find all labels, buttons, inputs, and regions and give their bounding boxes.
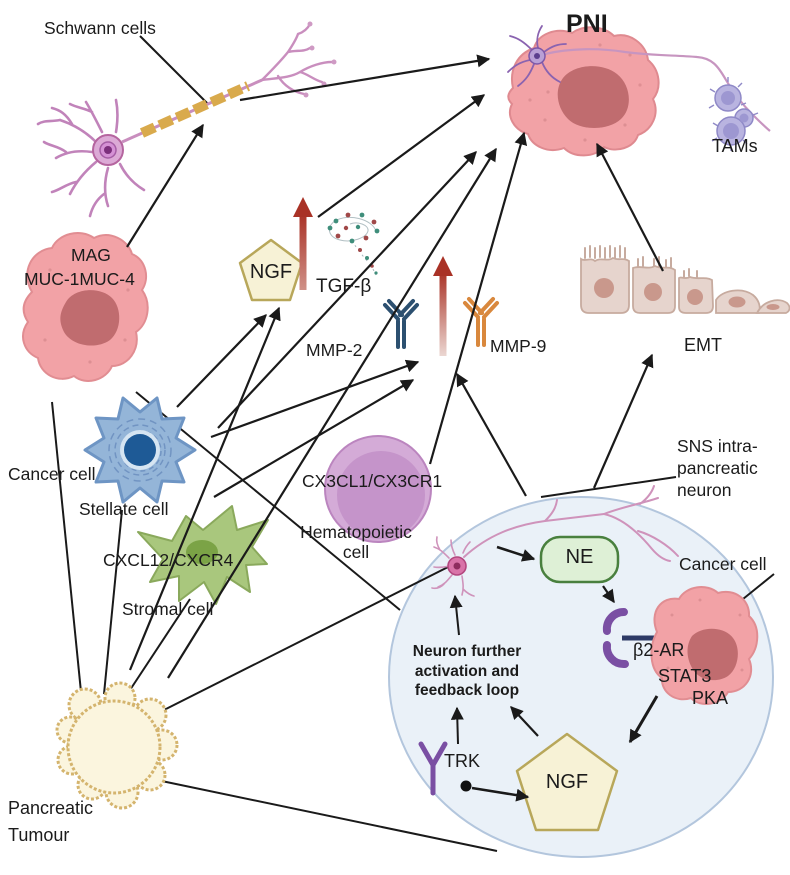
sns-microenvironment-circle <box>388 496 774 858</box>
cancer-cell-left-illustration <box>22 232 149 382</box>
tgf-beta-molecule-icon <box>327 212 380 276</box>
label-tgf-beta: TGF-β <box>316 276 372 297</box>
ngf-pentagon-top <box>238 238 304 302</box>
label-hematopoietic-cell: Hematopoietic cell <box>286 522 426 562</box>
increase-arrow-mmp <box>433 256 453 356</box>
increase-arrow-tgfb <box>293 197 313 290</box>
label-cxcl12-cxcr4: CXCL12/CXCR4 <box>103 550 234 570</box>
label-ngf-top: NGF <box>249 261 293 283</box>
hematopoietic-cell-illustration <box>324 435 432 543</box>
label-tams: TAMs <box>712 136 758 156</box>
label-emt: EMT <box>684 335 722 355</box>
label-stellate-cell: Stellate cell <box>79 499 169 519</box>
label-sns-line3: neuron <box>677 480 732 500</box>
ngf-pentagon-bottom <box>515 732 619 832</box>
label-sns-neuron: SNS intra- pancreatic neuron <box>677 435 758 501</box>
stromal-cell-illustration <box>137 505 269 605</box>
label-feedback-loop: Neuron further activation and feedback l… <box>403 642 531 701</box>
label-mmp9: MMP-9 <box>490 336 547 356</box>
label-schwann-cells: Schwann cells <box>44 18 156 38</box>
label-pancreatic-tumour: Pancreatic Tumour <box>8 795 93 849</box>
emt-cells-illustration <box>580 245 790 314</box>
label-sns-line1: SNS intra- <box>677 436 758 456</box>
label-pni: PNI <box>566 10 608 38</box>
label-hematopoietic-line1: Hematopoietic <box>300 522 412 542</box>
label-tumour-line2: Tumour <box>8 825 70 845</box>
label-cx3cl1-cx3cr1: CX3CL1/CX3CR1 <box>302 471 443 491</box>
label-tumour-line1: Pancreatic <box>8 798 94 818</box>
label-feedback-line3: feedback loop <box>414 682 520 699</box>
tams-illustration <box>708 77 759 151</box>
trk-ngf-link-dot <box>460 780 472 792</box>
arrows-layer <box>126 54 664 802</box>
trk-receptor-icon <box>418 741 448 796</box>
pancreatic-tumour-illustration <box>55 681 179 810</box>
label-ngf-bottom: NGF <box>545 771 589 793</box>
label-stat3: STAT3 <box>658 666 712 686</box>
sns-neuron-illustration <box>431 485 679 597</box>
label-ne: NE <box>565 546 594 568</box>
ne-box <box>539 535 620 584</box>
label-trk: TRK <box>444 751 480 771</box>
label-cancer-cell-left: Cancer cell <box>8 464 96 484</box>
label-mag: MAG <box>71 245 111 265</box>
label-stromal-cell: Stromal cell <box>122 599 214 619</box>
stellate-cell-illustration <box>83 396 197 504</box>
label-feedback-line1: Neuron further <box>412 643 522 660</box>
schwann-neuron-illustration <box>36 21 337 218</box>
label-hematopoietic-line2: cell <box>342 542 370 563</box>
label-cancer-cell-right: Cancer cell <box>679 554 767 574</box>
label-b2ar: β2-AR <box>633 640 685 660</box>
mmp2-antibody-icon <box>383 299 419 349</box>
label-sns-line2: pancreatic <box>677 458 758 478</box>
cancer-cell-circle-illustration <box>650 586 759 705</box>
pni-cancer-cell-illustration <box>507 25 771 157</box>
label-mmp2: MMP-2 <box>306 340 363 360</box>
label-pka: PKA <box>692 688 729 708</box>
label-muc: MUC-1MUC-4 <box>24 269 135 289</box>
label-feedback-line2: activation and <box>414 662 520 680</box>
